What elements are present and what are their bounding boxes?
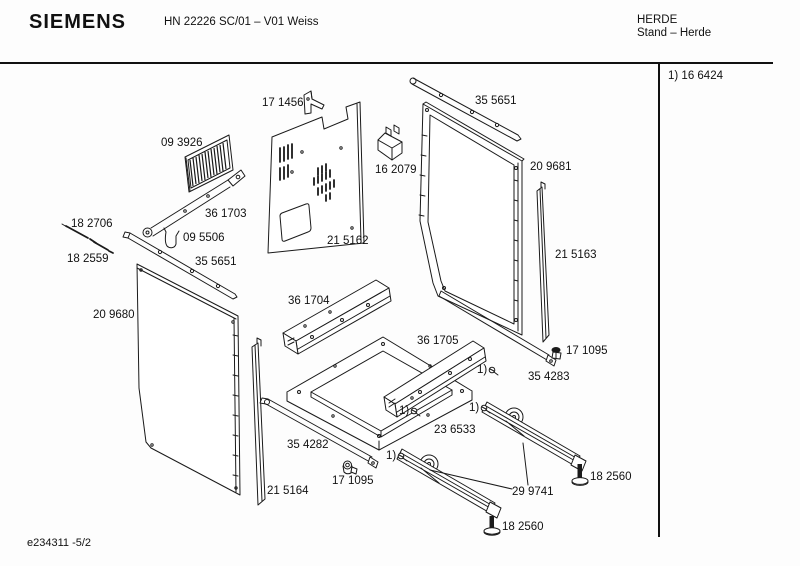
document-reference: e234311 -5/2 <box>27 537 92 549</box>
part-back-panel-21-5162 <box>267 101 365 254</box>
part-label-16-2079: 16 2079 <box>375 164 417 176</box>
part-foot-18-2560-bottom <box>483 516 501 536</box>
leader-lines-29-9741 <box>429 442 529 490</box>
part-label-35-5651-top: 35 5651 <box>475 95 517 107</box>
part-trim-21-5164 <box>251 337 266 506</box>
part-label-21-5164: 21 5164 <box>267 485 309 497</box>
legend-divider <box>658 63 660 537</box>
part-cross-rail-36-1705 <box>383 340 487 418</box>
part-trim-21-5163 <box>536 181 550 343</box>
part-drawer-rail-right <box>481 401 587 472</box>
part-rod-18-2559 <box>93 241 114 254</box>
part-heating-element-09-3926 <box>184 134 234 193</box>
part-foot-18-2560-right <box>571 464 589 486</box>
part-rail-36-1703 <box>142 169 246 238</box>
screw-icon <box>397 366 499 462</box>
part-label-36-1703: 36 1703 <box>205 208 247 220</box>
part-label-35-5651-left: 35 5651 <box>195 256 237 268</box>
part-frame-20-9681 <box>418 101 525 336</box>
part-label-36-1704: 36 1704 <box>288 295 330 307</box>
part-label-20-9680: 20 9680 <box>93 309 135 321</box>
part-bracket-17-1456 <box>303 90 325 115</box>
footnote-marker-2: 1) <box>469 402 480 414</box>
part-label-21-5162: 21 5162 <box>327 235 369 247</box>
part-label-18-2560-right: 18 2560 <box>590 471 632 483</box>
part-label-23-6533: 23 6533 <box>434 424 476 436</box>
subcategory-title: Stand – Herde <box>637 27 712 39</box>
part-label-18-2559: 18 2559 <box>67 253 109 265</box>
header-divider <box>0 62 773 64</box>
part-label-21-5163: 21 5163 <box>555 249 597 261</box>
part-label-18-2706: 18 2706 <box>71 218 113 230</box>
footnote-marker-3: 1) <box>477 364 488 376</box>
category-title: HERDE <box>637 14 678 26</box>
part-hook-09-5506 <box>163 227 180 249</box>
part-bar-35-5651-top <box>409 77 522 142</box>
part-label-17-1095-bottom: 17 1095 <box>332 475 374 487</box>
footnote-marker-1: 1) <box>399 405 410 417</box>
part-label-17-1456: 17 1456 <box>262 97 304 109</box>
part-base-frame-23-6533 <box>286 336 473 451</box>
footnote-legend: 1) 16 6424 <box>668 70 723 82</box>
part-bracket-16-2079 <box>377 124 403 161</box>
part-label-17-1095-right: 17 1095 <box>566 345 608 357</box>
part-strip-35-5651-left <box>122 231 238 300</box>
part-strip-35-4282 <box>259 397 379 469</box>
part-label-36-1705: 36 1705 <box>417 335 459 347</box>
footnote-marker-4: 1) <box>386 450 397 462</box>
part-drawer-rail-left <box>396 448 502 519</box>
part-cross-rail-36-1704 <box>282 279 392 355</box>
part-label-35-4283: 35 4283 <box>528 371 570 383</box>
part-nut-17-1095-right <box>551 347 562 360</box>
part-label-09-5506: 09 5506 <box>183 232 225 244</box>
siemens-logo: SIEMENS <box>29 11 127 33</box>
part-label-35-4282: 35 4282 <box>287 439 329 451</box>
part-label-29-9741: 29 9741 <box>512 486 554 498</box>
part-label-20-9681: 20 9681 <box>530 161 572 173</box>
part-label-18-2560-bottom: 18 2560 <box>502 521 544 533</box>
model-title: HN 22226 SC/01 – V01 Weiss <box>164 16 319 28</box>
part-side-panel-20-9680 <box>136 263 241 496</box>
part-clamp-17-1095-bottom <box>342 460 358 475</box>
part-label-09-3926: 09 3926 <box>161 137 203 149</box>
